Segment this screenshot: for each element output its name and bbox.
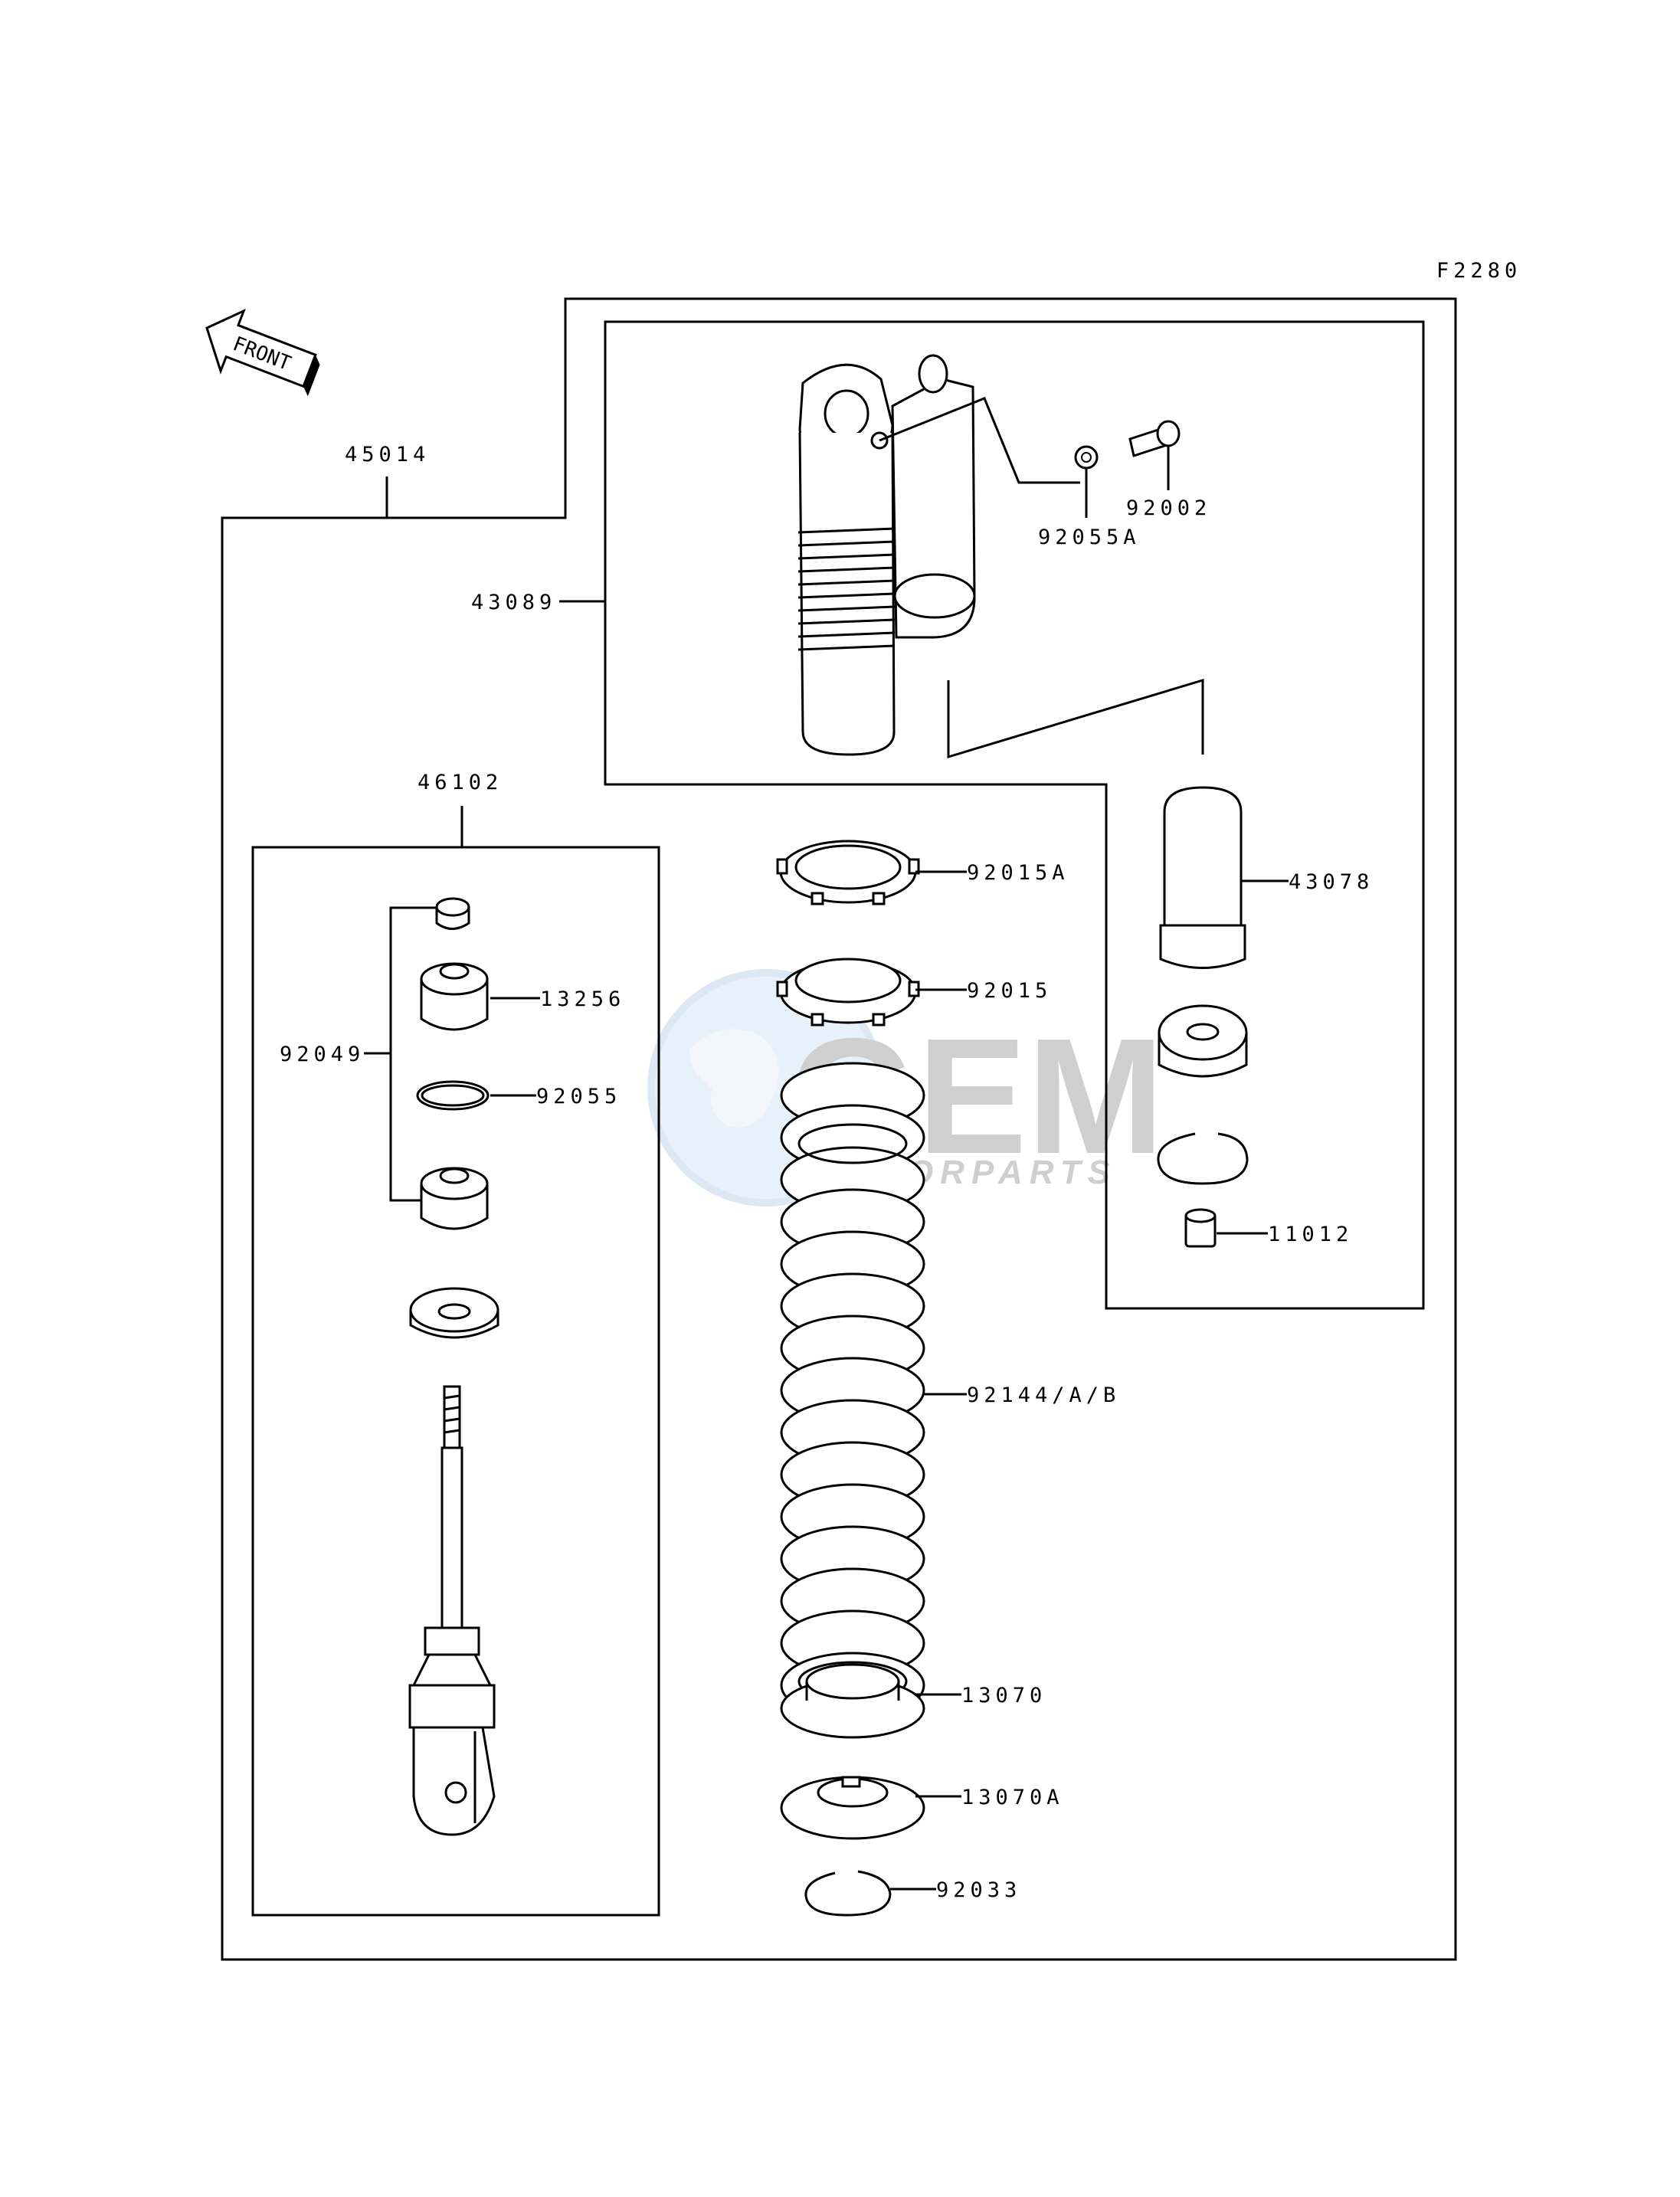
- bushing-part: [420, 962, 489, 1031]
- label-spring-guide: 13070: [961, 1684, 1046, 1708]
- bump-stop-part: [409, 1287, 499, 1339]
- label-o-ring: 92055: [536, 1085, 621, 1108]
- spring-part: [780, 1062, 925, 1719]
- label-seal-set: 92049: [280, 1043, 365, 1066]
- shock-thread: [797, 527, 896, 651]
- o-ring-part: [416, 1080, 490, 1111]
- adjuster-nut-part: [776, 958, 920, 1026]
- bolt-part: [1128, 420, 1181, 457]
- reservoir-cap-part: [1158, 1004, 1248, 1078]
- label-shock-assembly: 45014: [345, 443, 430, 467]
- bladder-part: [1159, 786, 1246, 969]
- diagram-code: F2280: [1436, 259, 1521, 283]
- lock-nut-part: [776, 840, 920, 905]
- label-adjuster-nut: 92015: [967, 979, 1052, 1003]
- frame-rod-assembly: [251, 846, 660, 1917]
- label-bushing: 13256: [540, 987, 625, 1011]
- label-bolt: 92002: [1126, 496, 1211, 520]
- spring-guide-a-part: [780, 1776, 925, 1840]
- label-circlip: 92033: [936, 1878, 1021, 1902]
- frame-body-assembly: [604, 320, 1425, 1310]
- nut-part: [1074, 445, 1099, 470]
- small-nut-part: [435, 897, 470, 930]
- circlip-part: [804, 1870, 892, 1917]
- frame-shock-assembly: [221, 297, 1457, 1961]
- front-arrow-icon: FRONT: [205, 308, 320, 397]
- label-body-assembly: 43089: [471, 591, 556, 614]
- label-bladder: 43078: [1289, 870, 1374, 894]
- label-lock-nut: 92015A: [967, 861, 1069, 885]
- label-rod-assembly: 46102: [418, 771, 503, 794]
- spring-guide-part: [780, 1663, 925, 1739]
- snap-ring-part: [1157, 1132, 1249, 1185]
- shock-body-part: [797, 354, 976, 756]
- label-needle-bearing: 11012: [1268, 1223, 1353, 1246]
- piston-rod-part: [408, 1385, 496, 1836]
- label-spring: 92144/A/B: [967, 1383, 1120, 1407]
- needle-bearing-part: [1184, 1208, 1217, 1248]
- label-nut: 92055A: [1038, 526, 1141, 549]
- label-spring-guide-a: 13070A: [961, 1786, 1064, 1809]
- seal-part: [420, 1167, 489, 1230]
